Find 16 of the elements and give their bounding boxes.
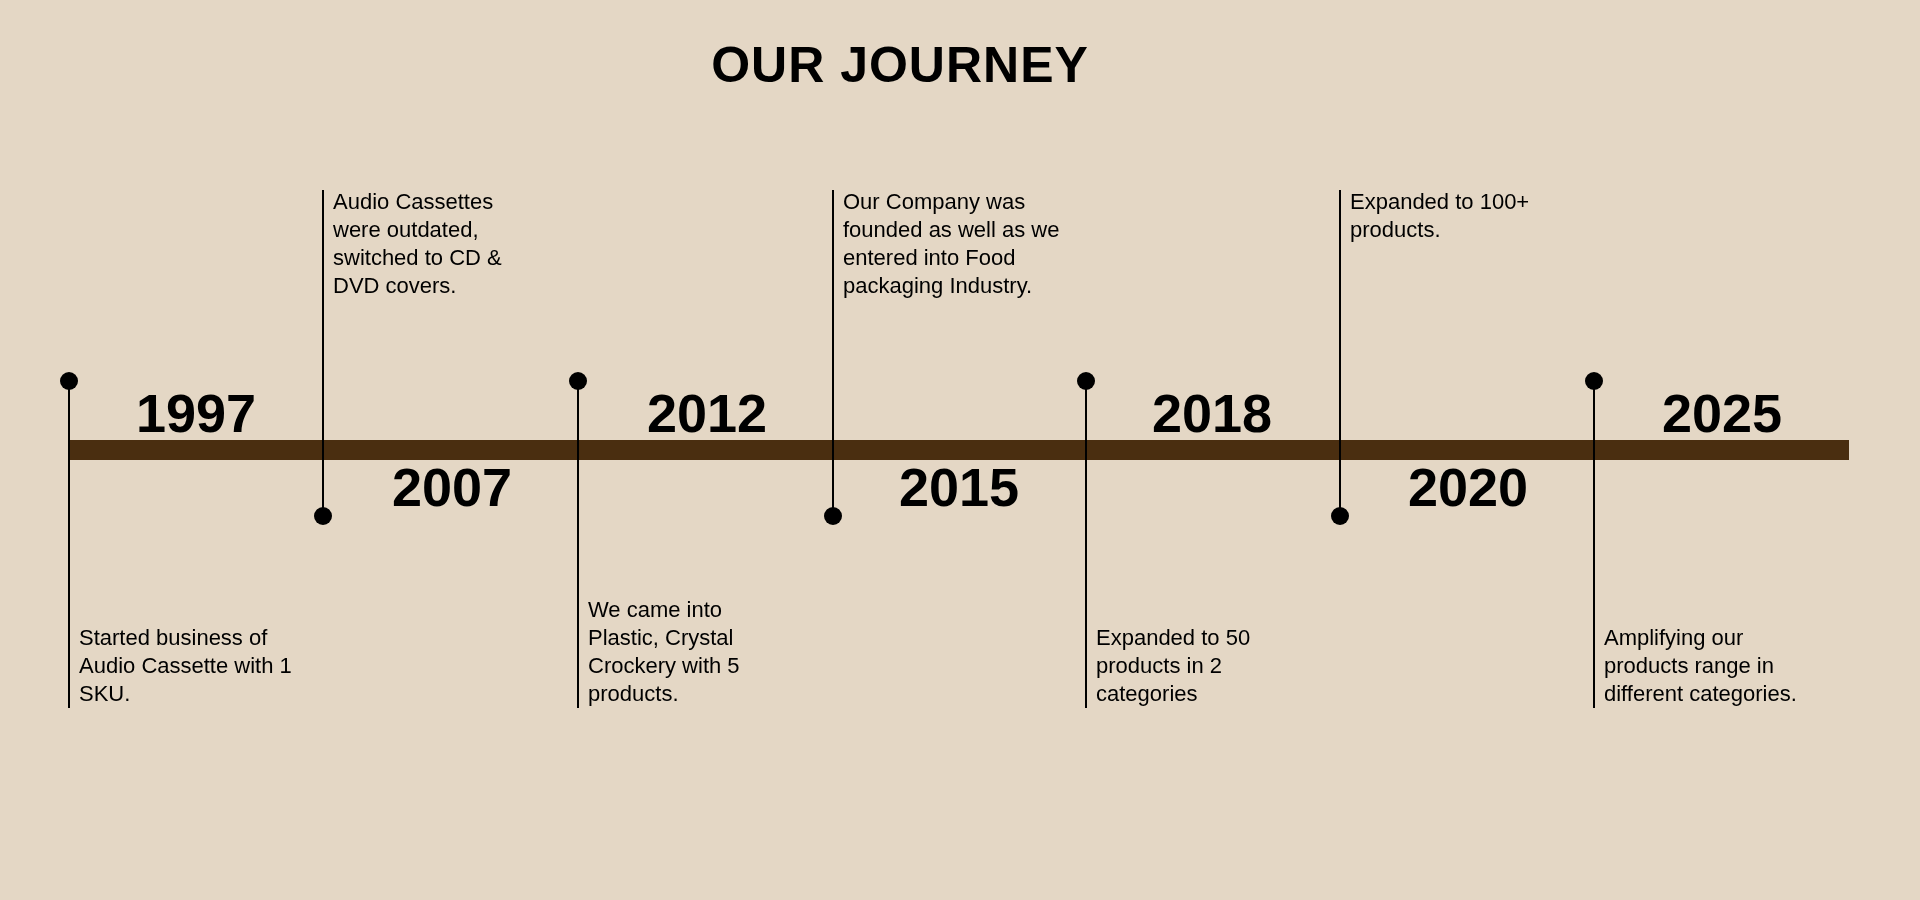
- timeline-bar: [69, 440, 1849, 460]
- year-label: 2012: [646, 383, 768, 443]
- milestone-text: We came into Plastic, Crystal Crockery with 5 products.: [588, 596, 741, 708]
- year-label: 2015: [898, 457, 1020, 517]
- milestone-text: Expanded to 50 products in 2 categories: [1096, 624, 1252, 708]
- milestone-text: Audio Cassettes were outdated, switched to CD & DVD covers.: [333, 188, 503, 300]
- page-title: OUR JOURNEY: [710, 36, 1090, 94]
- year-label: 2020: [1407, 457, 1529, 517]
- milestone-text: Expanded to 100+ products.: [1350, 188, 1531, 244]
- year-label: 2018: [1151, 383, 1273, 443]
- year-label: 2007: [391, 457, 513, 517]
- milestone-text: Amplifying our products range in different categories.: [1604, 624, 1798, 708]
- year-label: 2025: [1661, 383, 1783, 443]
- milestone-text: Started business of Audio Cassette with 1 SKU.: [79, 624, 293, 708]
- year-label: 1997: [135, 383, 257, 443]
- milestone-text: Our Company was founded as well as we entered into Food packaging Industry.: [843, 188, 1061, 300]
